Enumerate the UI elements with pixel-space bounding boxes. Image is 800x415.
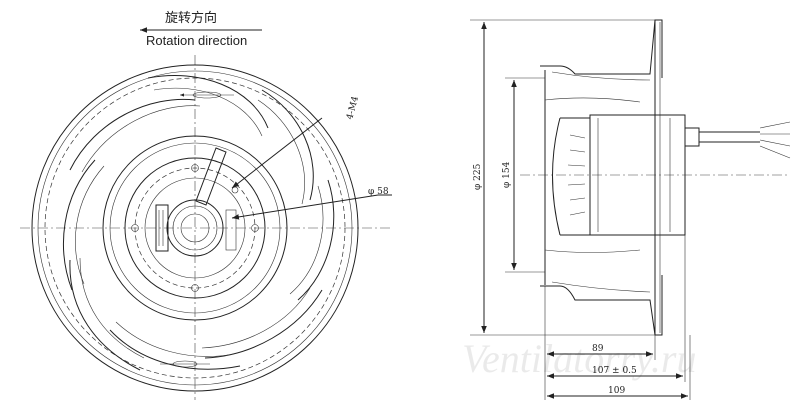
rotation-label-cn: 旋转方向 — [165, 10, 217, 26]
motor-front-curve — [552, 117, 561, 236]
cable-exit — [195, 147, 227, 206]
impeller-blades — [63, 74, 335, 371]
shaft-cover — [166, 199, 224, 257]
motor-flange — [124, 157, 266, 299]
rotation-label-en: Rotation direction — [146, 33, 247, 48]
label-4-m4: 4-M4 — [345, 95, 361, 121]
dim-107: 107 ± 0.5 — [592, 366, 637, 376]
hub-ring — [109, 142, 281, 314]
shroud-bottom — [540, 275, 663, 336]
leader-4-m4 — [231, 117, 323, 189]
shaft-cover-inner — [172, 205, 218, 251]
cable-gland — [684, 127, 700, 147]
rating-label-plate — [155, 204, 169, 252]
label-phi58: φ 58 — [368, 187, 389, 197]
shaft — [180, 213, 210, 243]
dim-225: φ 225 — [473, 163, 483, 190]
mount-hole-bottom — [191, 284, 199, 292]
dim-89: 89 — [592, 344, 604, 354]
mount-hole-left — [131, 224, 139, 232]
impeller-rim-inner — [37, 70, 353, 386]
side-view: φ 225 φ 154 — [470, 19, 791, 400]
mount-hole-top — [191, 164, 199, 172]
front-view: 4-M4 φ 58 — [20, 55, 392, 400]
dim-109: 109 — [608, 386, 625, 396]
bolt-circle — [134, 167, 256, 289]
impeller-hidden-rim — [44, 77, 346, 379]
hub-ring-outer — [102, 135, 288, 321]
watermark: Ventilatorry.ru — [462, 336, 696, 381]
wiring-label-plate — [225, 209, 237, 251]
cable — [699, 131, 760, 143]
dim-154: φ 154 — [502, 161, 512, 188]
impeller-outer-rim — [31, 64, 359, 392]
leader-phi58 — [231, 194, 379, 220]
motor-body-side — [589, 114, 686, 236]
rotation-direction-label: 旋转方向 Rotation direction — [140, 10, 262, 48]
mount-hole-right — [251, 224, 259, 232]
motor-fins — [567, 134, 586, 216]
cable-wires — [759, 121, 791, 159]
motor-body — [144, 177, 246, 279]
shroud-top — [540, 19, 663, 78]
